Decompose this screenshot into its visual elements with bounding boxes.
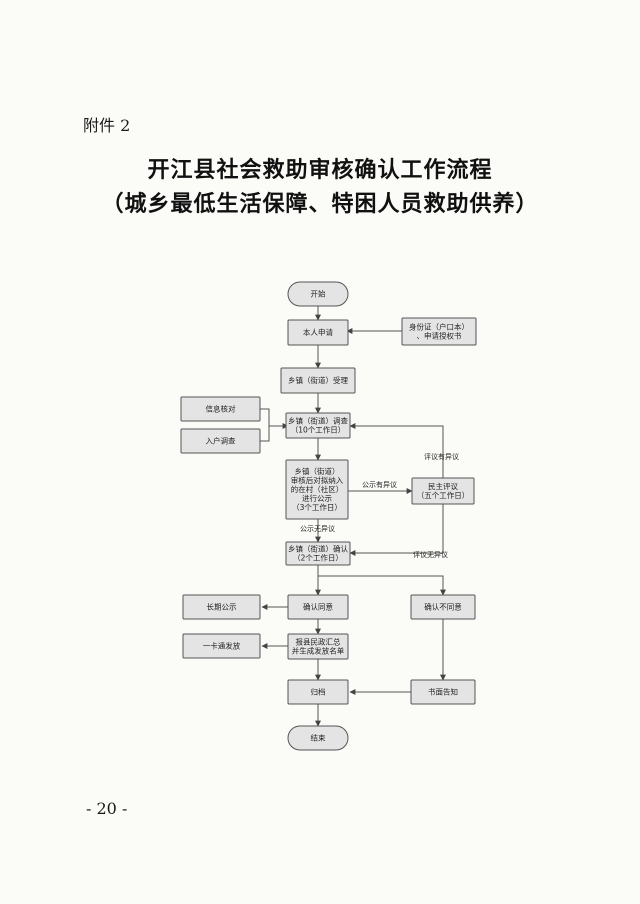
card-pay-text: 一卡通发放 xyxy=(203,641,241,651)
accept-node: 乡镇（街道）受理 xyxy=(280,367,356,394)
long-public-text: 长期公示 xyxy=(207,602,237,612)
written-notice-node: 书面告知 xyxy=(410,679,476,705)
confirm-text: 乡镇（街道）确认 xyxy=(288,544,348,554)
flowchart-nodes: 开始 本人申请 身份证（户口本）、申请授权书 乡镇（街道）受理 信息核对 入户调… xyxy=(180,281,477,751)
long-public-node: 长期公示 xyxy=(182,594,261,620)
archive-box xyxy=(287,679,349,705)
accept-text: 乡镇（街道）受理 xyxy=(288,375,348,385)
review-text: 民主评议 xyxy=(428,481,458,491)
publicize-text: 审核后对拟纳入 xyxy=(291,475,344,485)
confirm-text: （2个工作日） xyxy=(293,553,343,563)
archive-text: 归档 xyxy=(311,687,326,697)
info-check-node: 信息核对 xyxy=(180,396,261,422)
card-pay-box xyxy=(182,633,261,659)
review-text: （五个工作日） xyxy=(417,490,470,500)
apply-box xyxy=(287,319,349,346)
card-pay-node: 一卡通发放 xyxy=(182,633,261,659)
attachment-label: 附件 2 xyxy=(83,116,131,135)
long-public-box xyxy=(182,594,261,620)
investigate-text: （10个工作日） xyxy=(291,425,346,435)
end-node: 结束 xyxy=(287,725,349,751)
archive-node: 归档 xyxy=(287,679,349,705)
investigate-node: 乡镇（街道）调查（10个工作日） xyxy=(285,412,351,439)
review-box xyxy=(411,477,475,505)
documents-node: 身份证（户口本）、申请授权书 xyxy=(401,317,477,346)
start-box xyxy=(287,281,349,307)
publicize-box xyxy=(285,459,349,520)
confirm-box xyxy=(285,541,351,566)
document-subtitle: （城乡最低生活保障、特困人员救助供养） xyxy=(101,191,539,217)
agree-text: 确认同意 xyxy=(303,602,333,612)
agree-node: 确认同意 xyxy=(287,594,349,620)
edge-confirm-disagree xyxy=(318,575,446,596)
document-title: 开江县社会救助审核确认工作流程 xyxy=(147,157,493,183)
disagree-text: 确认不同意 xyxy=(424,602,462,612)
home-visit-node: 入户调查 xyxy=(180,428,261,454)
label-review-no-objection: 评议无异议 xyxy=(413,551,448,559)
report-text: 报县民政汇总 xyxy=(296,637,341,647)
written-notice-box xyxy=(410,679,476,705)
info-check-box xyxy=(180,396,261,422)
docs-box xyxy=(401,317,477,346)
apply-text: 本人申请 xyxy=(303,327,333,337)
label-review-objection: 评议有异议 xyxy=(424,452,459,461)
publicize-text: 进行公示 xyxy=(302,493,332,503)
apply-node: 本人申请 xyxy=(287,319,349,346)
disagree-node: 确认不同意 xyxy=(410,594,476,620)
home-visit-text: 入户调查 xyxy=(206,436,236,446)
edge-review-confirm xyxy=(349,504,444,556)
review-node: 民主评议（五个工作日） xyxy=(411,477,475,505)
label-public-objection: 公示有异议 xyxy=(362,480,397,489)
agree-box xyxy=(287,594,349,620)
page-number: - 20 - xyxy=(86,799,128,818)
docs-text: 、申请授权书 xyxy=(417,331,462,341)
publicize-text: 乡镇（街道） xyxy=(295,466,340,476)
docs-text: 身份证（户口本） xyxy=(409,322,469,332)
publicize-text: （3个工作日） xyxy=(292,502,342,512)
accept-box xyxy=(280,367,356,394)
report-text: 并生成发放名单 xyxy=(292,646,345,656)
start-node: 开始 xyxy=(287,281,349,307)
start-text: 开始 xyxy=(311,289,326,299)
flowchart-edges xyxy=(260,306,446,727)
home-visit-box xyxy=(180,428,261,454)
investigate-box xyxy=(285,412,351,439)
info-check-text: 信息核对 xyxy=(206,404,236,414)
confirm-node: 乡镇（街道）确认（2个工作日） xyxy=(285,541,351,566)
written-notice-text: 书面告知 xyxy=(428,687,458,697)
edge-bracket-checks xyxy=(260,408,270,442)
edge-review-investigate xyxy=(349,423,444,478)
end-box xyxy=(287,725,349,751)
investigate-text: 乡镇（街道）调查 xyxy=(288,416,348,426)
end-text: 结束 xyxy=(311,733,326,743)
label-public-no-objection: 公示无异议 xyxy=(300,525,335,533)
disagree-box xyxy=(410,594,476,620)
publicize-text: 的在村（社区） xyxy=(291,484,344,494)
report-box xyxy=(287,633,349,660)
